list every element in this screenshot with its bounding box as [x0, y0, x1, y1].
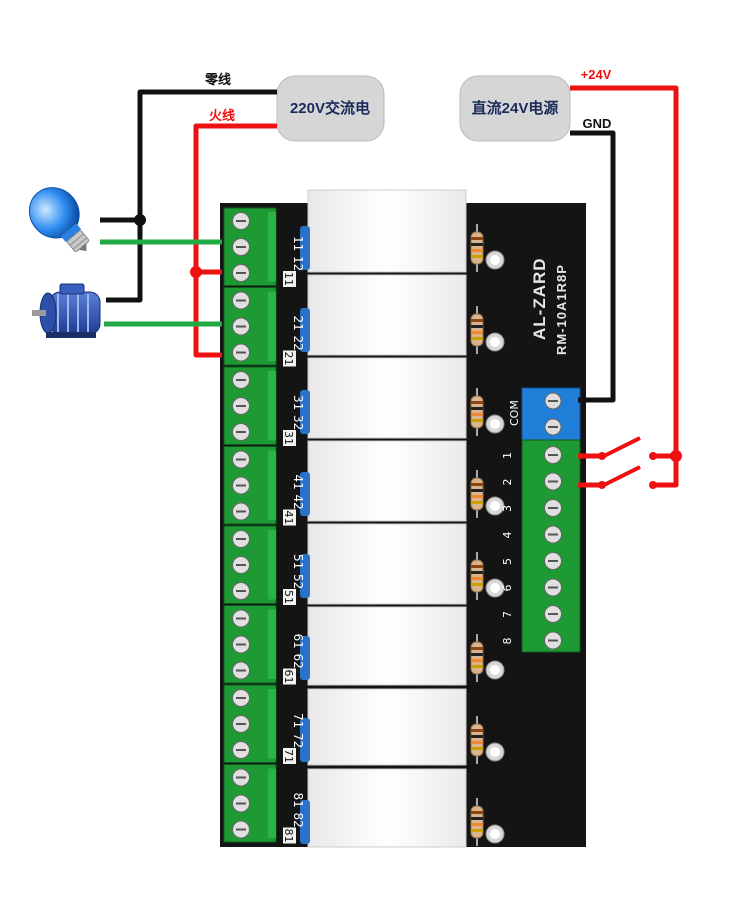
model-label: RM-10A1R8P: [554, 264, 569, 355]
resistor: [470, 395, 484, 429]
plus-24v-label: +24V: [581, 67, 612, 82]
terminal-label-b: 22: [291, 336, 305, 351]
terminal-label-a: 51: [291, 554, 305, 569]
dc-supply-label: 直流24V电源: [472, 99, 559, 117]
resistor: [470, 723, 484, 757]
neutral-wire-label: 零线: [204, 72, 231, 87]
terminal-label-b: 62: [291, 654, 305, 669]
terminal-label-a: 11: [291, 236, 305, 251]
input-channel-label: 1: [501, 452, 514, 459]
resistor: [470, 641, 484, 675]
terminal-label-sub: 71: [282, 749, 295, 763]
input-channel-label: 5: [501, 558, 514, 565]
terminal-label-sub: 81: [282, 829, 295, 843]
terminal-label-a: 21: [291, 316, 305, 331]
terminal-label-sub: 11: [282, 272, 295, 286]
terminal-label-b: 12: [291, 256, 305, 271]
resistor: [470, 559, 484, 593]
resistor: [470, 477, 484, 511]
motor-icon: [32, 283, 101, 338]
terminal-label-b: 72: [291, 733, 305, 748]
terminal-label-sub: 31: [282, 431, 295, 445]
ac-supply-box: 220V交流电: [276, 75, 385, 142]
terminal-label-a: 71: [291, 713, 305, 728]
input-channel-label: 6: [501, 585, 514, 592]
relay-terminal-block: [223, 207, 277, 843]
terminal-label-b: 42: [291, 495, 305, 510]
com-terminal: [521, 387, 581, 441]
resistor: [470, 805, 484, 839]
input-channel-label: 7: [501, 611, 514, 618]
terminal-label-a: 31: [291, 395, 305, 410]
brand-label: AL-ZARD: [530, 257, 549, 340]
terminal-label-a: 81: [291, 793, 305, 808]
input-channel-label: 3: [501, 505, 514, 512]
light-bulb-icon: [28, 187, 90, 252]
gnd-label: GND: [583, 116, 612, 131]
terminal-label-b: 32: [291, 415, 305, 430]
dc-supply-box: 直流24V电源: [459, 75, 571, 142]
input-terminal-block: 1 2 3 4 5 6 7 8: [501, 439, 581, 653]
terminal-label-sub: 51: [282, 590, 295, 604]
resistor: [470, 313, 484, 347]
resistor: [470, 231, 484, 265]
terminal-label-sub: 21: [282, 352, 295, 366]
input-channel-label: 8: [501, 638, 514, 645]
terminal-label-b: 82: [291, 813, 305, 828]
live-wire-label: 火线: [209, 108, 235, 123]
terminal-label-a: 41: [291, 475, 305, 490]
relay-terminal-labels: 1112112122213132314142415152516162617172…: [282, 236, 305, 844]
resistors-and-leds: [470, 224, 505, 846]
terminal-label-sub: 61: [282, 670, 295, 684]
terminal-label-b: 52: [291, 574, 305, 589]
com-label: COM: [508, 400, 521, 426]
wires: [100, 85, 682, 489]
terminal-label-sub: 41: [282, 511, 295, 525]
relay-modules: [300, 189, 467, 848]
input-channel-label: 4: [501, 532, 514, 539]
ac-supply-label: 220V交流电: [290, 99, 370, 117]
terminal-label-a: 61: [291, 634, 305, 649]
input-channel-label: 2: [501, 479, 514, 486]
